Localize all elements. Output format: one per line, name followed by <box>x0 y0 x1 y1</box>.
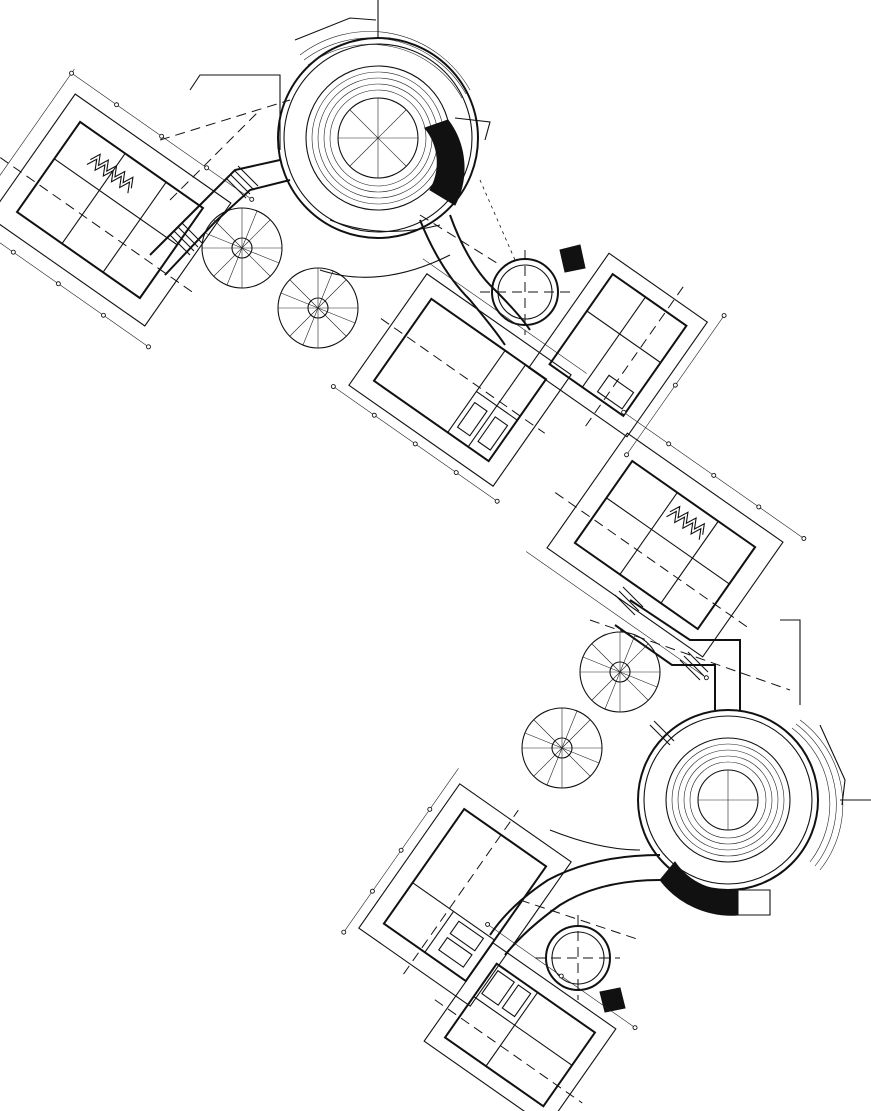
tree-upper-2 <box>277 267 359 349</box>
tree-lower-2 <box>521 707 603 789</box>
round-tower-upper <box>277 0 491 239</box>
corridor-lower <box>589 586 801 746</box>
tree-lower-1 <box>579 631 661 713</box>
plan-lower <box>341 409 871 1111</box>
corridor-upper <box>149 74 291 276</box>
round-tower-lower <box>637 709 871 916</box>
tree-upper-1 <box>201 207 283 289</box>
wing-bottom-lower <box>423 921 638 1111</box>
wing-top-lower <box>525 409 807 681</box>
curved-walkway-lower <box>489 829 661 956</box>
stair-block-upper <box>169 165 259 256</box>
wing-right-upper <box>527 252 727 458</box>
plan-upper <box>0 0 727 504</box>
wing-center-upper <box>330 258 587 504</box>
wing-left-upper <box>0 68 255 350</box>
stair-block-lower <box>614 586 709 746</box>
rotunda-upper <box>480 244 586 335</box>
wing-left-lower <box>341 768 572 1007</box>
rotunda-lower <box>535 915 626 1013</box>
